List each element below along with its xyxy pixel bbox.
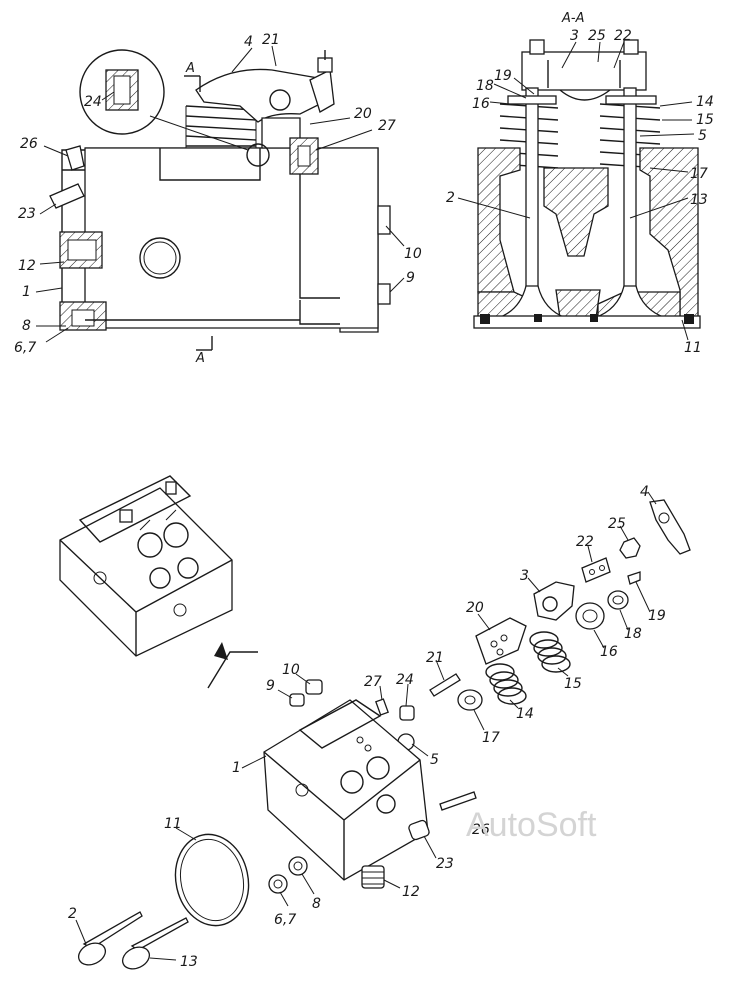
label-23: 23 <box>18 206 36 222</box>
exp-label-8: 8 <box>312 896 321 912</box>
label-2: 2 <box>446 190 455 206</box>
exploded-parts <box>77 499 691 970</box>
exp-label-20: 20 <box>466 600 484 616</box>
section-leaders <box>457 41 695 341</box>
label-25: 25 <box>588 28 606 44</box>
exploded-leaders <box>75 491 657 961</box>
label-21: 21 <box>262 32 280 48</box>
side-labels: 4 21 24 20 27 26 23 12 1 8 6,7 10 9 <box>14 32 422 356</box>
label-11: 11 <box>684 340 702 356</box>
section-title: А-А <box>561 11 584 26</box>
exp-label-3: 3 <box>520 568 529 584</box>
exp-label-6-7: 6,7 <box>274 912 296 928</box>
label-18: 18 <box>476 78 494 94</box>
cut-mark-bottom: А <box>195 351 205 366</box>
exp-label-24: 24 <box>396 672 414 688</box>
exp-label-11: 11 <box>164 816 182 832</box>
label-9: 9 <box>406 270 415 286</box>
exp-label-10: 10 <box>282 662 300 678</box>
side-view: А А <box>49 49 391 366</box>
label-20: 20 <box>354 106 372 122</box>
exp-label-21: 21 <box>426 650 444 666</box>
spring-side <box>185 105 257 148</box>
label-24: 24 <box>84 94 102 110</box>
spring-15 <box>529 631 571 673</box>
exp-label-22: 22 <box>576 534 594 550</box>
label-10: 10 <box>404 246 422 262</box>
exp-label-23: 23 <box>436 856 454 872</box>
section-labels: 3 25 22 18 19 16 14 15 5 17 2 13 11 <box>446 28 714 356</box>
exp-label-1: 1 <box>232 760 241 776</box>
exp-label-4: 4 <box>640 484 649 500</box>
label-4: 4 <box>244 34 253 50</box>
label-3: 3 <box>570 28 579 44</box>
label-12: 12 <box>18 258 36 274</box>
watermark-text: AutoSoft <box>466 806 597 844</box>
exp-label-16: 16 <box>600 644 618 660</box>
exp-label-18: 18 <box>624 626 642 642</box>
exp-label-12: 12 <box>402 884 420 900</box>
exploded-labels: 4 25 22 3 19 18 16 20 15 21 14 27 24 10 … <box>68 484 666 970</box>
assembled-view <box>59 475 258 689</box>
label-17: 17 <box>690 166 708 182</box>
label-1: 1 <box>22 284 31 300</box>
label-27: 27 <box>378 118 396 134</box>
label-15: 15 <box>696 112 714 128</box>
spring-14 <box>485 663 527 705</box>
section-view: А-А <box>473 11 701 329</box>
label-16: 16 <box>472 96 490 112</box>
exp-label-2: 2 <box>68 906 77 922</box>
exp-label-13: 13 <box>180 954 198 970</box>
exp-label-14: 14 <box>516 706 534 722</box>
exp-label-5: 5 <box>430 752 439 768</box>
cut-mark-top: А <box>185 61 195 76</box>
label-19: 19 <box>494 68 512 84</box>
exp-label-25: 25 <box>608 516 626 532</box>
label-8: 8 <box>22 318 31 334</box>
label-22: 22 <box>614 28 632 44</box>
exp-label-26: 26 <box>472 822 490 838</box>
exp-label-15: 15 <box>564 676 582 692</box>
exp-label-27: 27 <box>364 674 382 690</box>
label-5: 5 <box>698 128 707 144</box>
exp-label-17: 17 <box>482 730 500 746</box>
label-14: 14 <box>696 94 714 110</box>
exp-label-19: 19 <box>648 608 666 624</box>
label-26: 26 <box>20 136 38 152</box>
label-13: 13 <box>690 192 708 208</box>
exp-label-9: 9 <box>266 678 275 694</box>
label-6-7: 6,7 <box>14 340 36 356</box>
side-leaders <box>35 45 405 343</box>
